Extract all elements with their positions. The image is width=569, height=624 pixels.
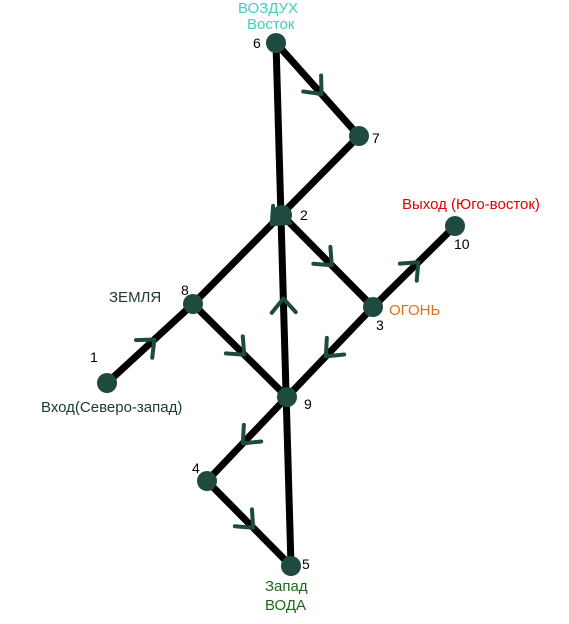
edge-8-9 bbox=[189, 300, 291, 401]
node-3 bbox=[363, 297, 383, 317]
arrow-9-4 bbox=[240, 422, 264, 446]
node-label-10: 10 bbox=[454, 236, 470, 252]
node-7 bbox=[349, 126, 369, 146]
node-label-5: 5 bbox=[302, 556, 310, 572]
arrow-4-5 bbox=[232, 507, 256, 530]
node-9 bbox=[277, 387, 297, 407]
edge-5-6 bbox=[272, 39, 295, 570]
water-title-label: ВОДА bbox=[265, 597, 307, 614]
node-5 bbox=[281, 556, 301, 576]
arrow-3-10 bbox=[397, 260, 421, 283]
node-4 bbox=[197, 471, 217, 491]
arrow-6-7 bbox=[301, 73, 324, 96]
node-label-7: 7 bbox=[372, 130, 380, 146]
fire-label: ОГОНЬ bbox=[389, 302, 441, 319]
arrow-5-6 bbox=[269, 296, 298, 315]
water-direction-label: Запад bbox=[265, 578, 308, 595]
node-layer bbox=[97, 33, 465, 576]
node-1 bbox=[97, 373, 117, 393]
node-label-8: 8 bbox=[181, 282, 189, 298]
node-8 bbox=[183, 294, 203, 314]
edge-9-4 bbox=[203, 393, 291, 485]
node-6 bbox=[266, 33, 286, 53]
node-label-1: 1 bbox=[90, 349, 98, 365]
arrow-8-9 bbox=[223, 334, 247, 357]
arrow-1-8 bbox=[133, 337, 157, 360]
node-2 bbox=[272, 205, 292, 225]
node-label-9: 9 bbox=[304, 396, 312, 412]
arrow-layer bbox=[133, 73, 421, 530]
air-title-label: ВОЗДУХ bbox=[238, 0, 299, 17]
air-direction-label: Восток bbox=[247, 16, 295, 33]
arrow-3-9 bbox=[323, 335, 347, 359]
edge-4-5 bbox=[203, 477, 295, 570]
node-label-6: 6 bbox=[253, 35, 261, 51]
edge-1-8 bbox=[103, 300, 197, 387]
earth-label: ЗЕМЛЯ bbox=[109, 289, 162, 306]
edge-3-10 bbox=[369, 222, 459, 311]
arrow-2-3 bbox=[311, 244, 334, 268]
edge-3-9 bbox=[283, 303, 377, 401]
edge-6-7 bbox=[272, 39, 363, 140]
node-label-4: 4 bbox=[192, 460, 200, 476]
node-label-3: 3 bbox=[376, 317, 384, 333]
exit-label: Выход (Юго-восток) bbox=[402, 196, 540, 213]
entry-label: Вход(Северо-запад) bbox=[41, 399, 183, 416]
edge-2-3 bbox=[278, 211, 377, 311]
node-10 bbox=[445, 216, 465, 236]
node-label-2: 2 bbox=[300, 207, 308, 223]
